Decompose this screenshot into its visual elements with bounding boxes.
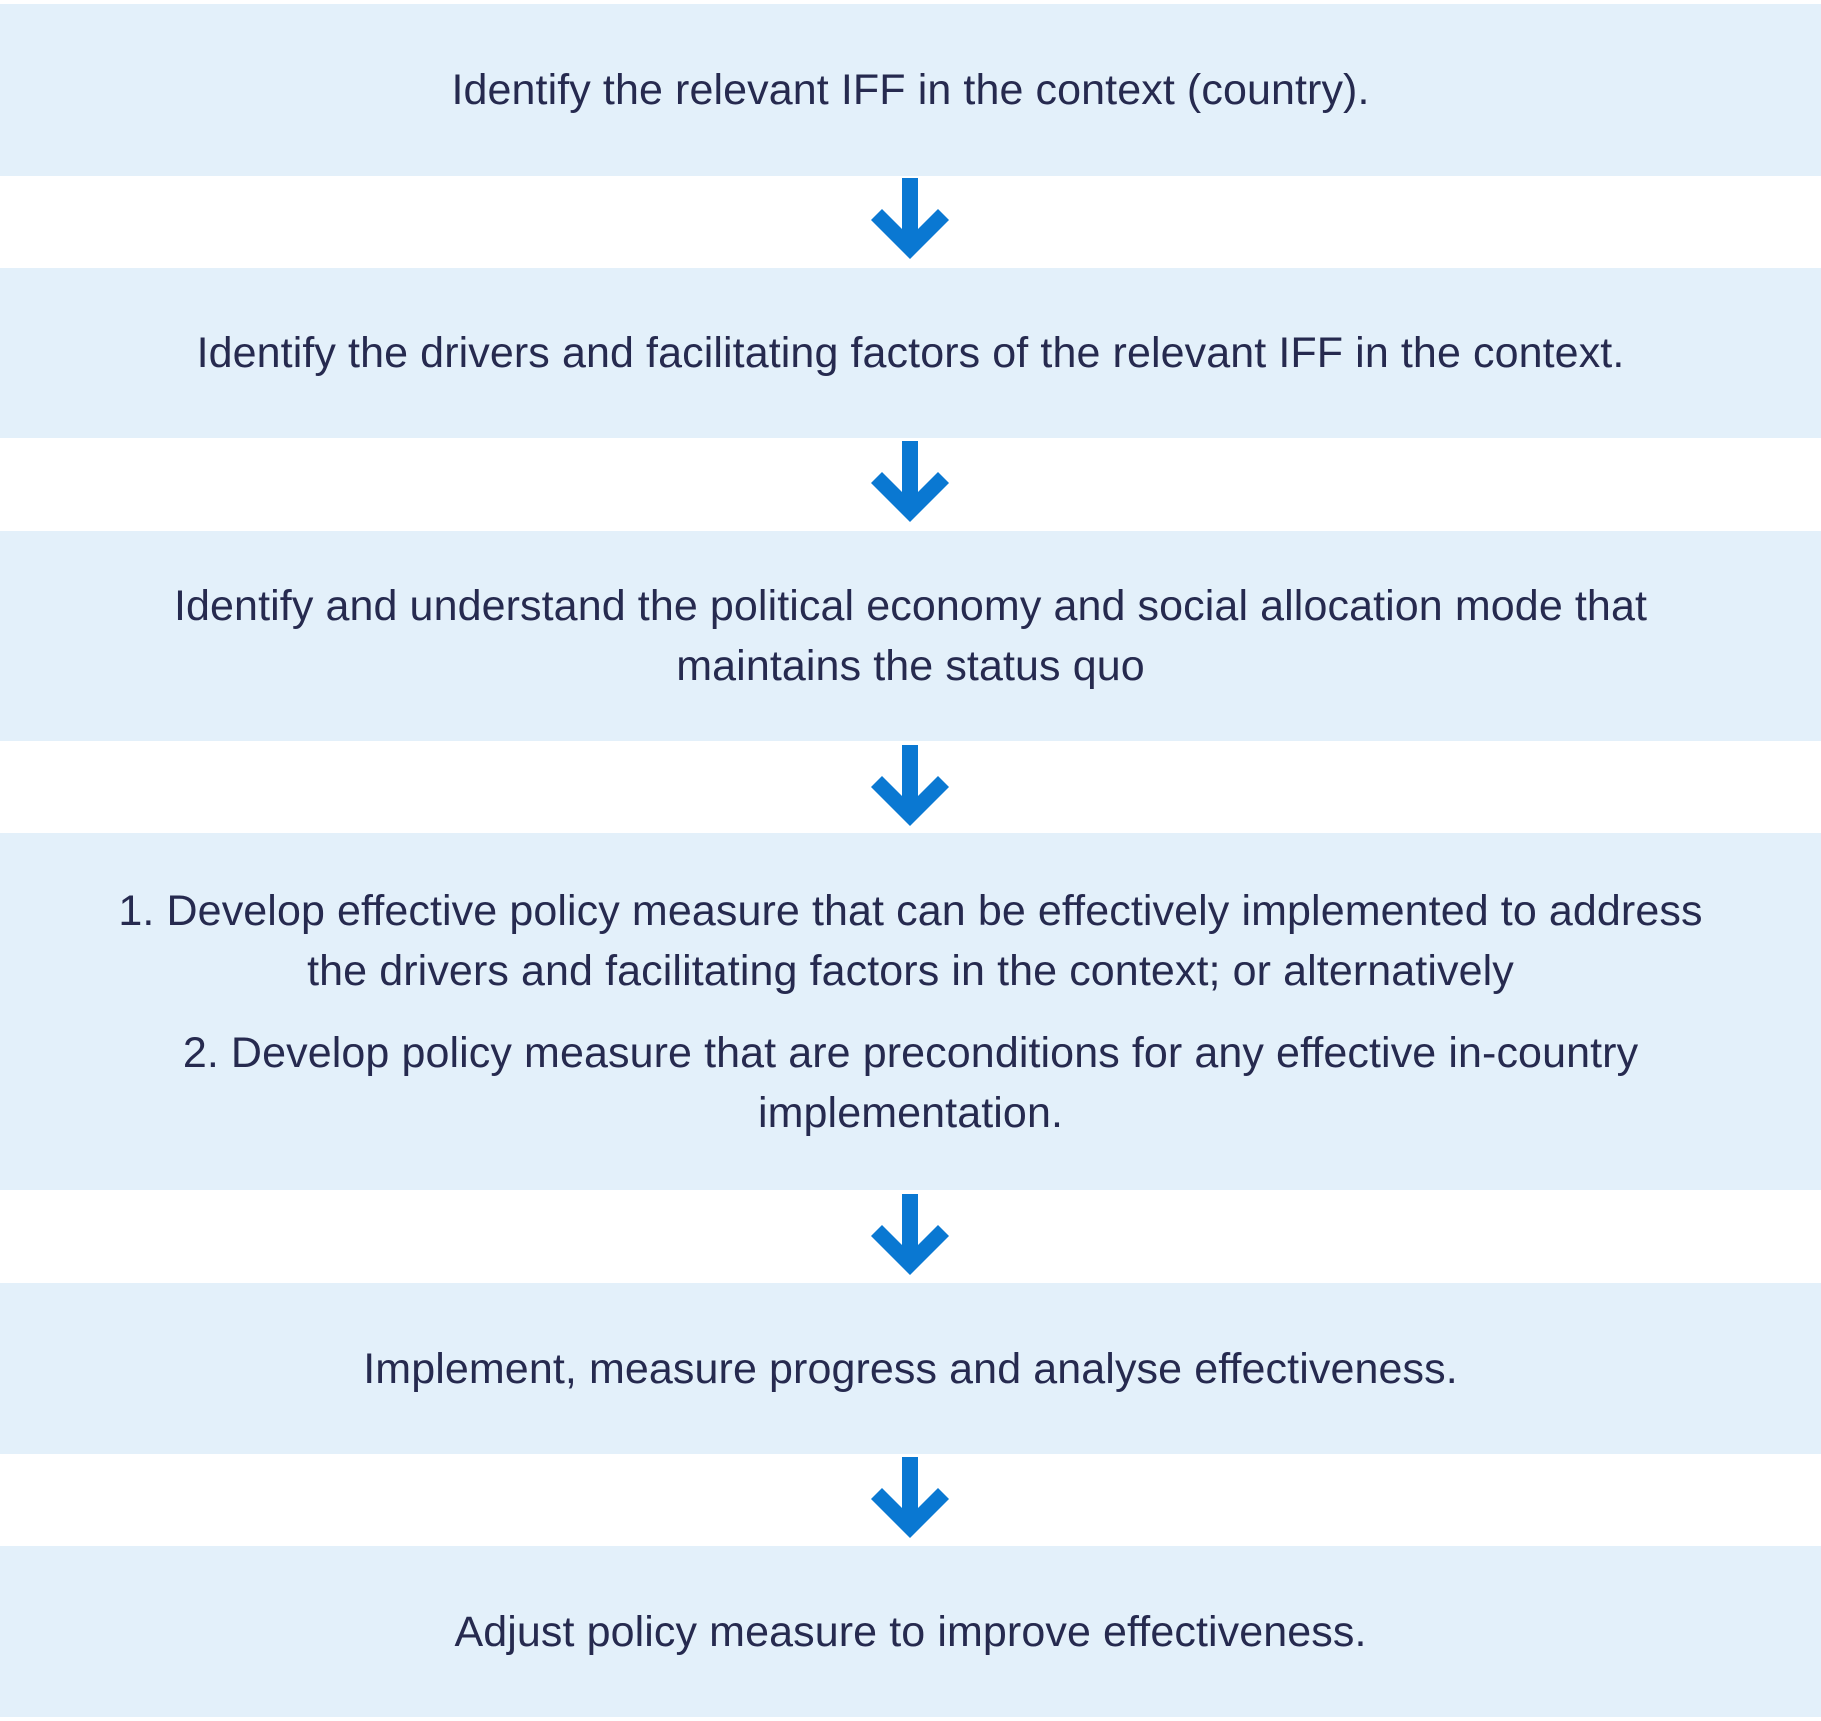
flow-step-3: Identify and understand the political ec…: [0, 531, 1821, 741]
flow-step-2: Identify the drivers and facilitating fa…: [0, 268, 1821, 438]
flow-step-1-text: Identify the relevant IFF in the context…: [451, 66, 1370, 114]
flow-step-2-text: Identify the drivers and facilitating fa…: [196, 329, 1625, 377]
flow-step-4: 1. Develop effective policy measure that…: [0, 833, 1821, 1190]
arrow-down-icon: [868, 178, 952, 264]
flow-step-1: Identify the relevant IFF in the context…: [0, 4, 1821, 176]
flow-step-5: Implement, measure progress and analyse …: [0, 1283, 1821, 1454]
flow-step-5-text: Implement, measure progress and analyse …: [363, 1344, 1458, 1393]
flow-step-4-option-1: 1. Develop effective policy measure that…: [118, 886, 1703, 995]
arrow-down-icon: [868, 441, 952, 527]
flow-step-3-text: Identify and understand the political ec…: [173, 582, 1648, 690]
flow-step-6-text: Adjust policy measure to improve effecti…: [454, 1607, 1367, 1656]
flow-step-6: Adjust policy measure to improve effecti…: [0, 1546, 1821, 1717]
arrow-down-icon: [868, 1194, 952, 1280]
arrow-down-icon: [868, 745, 952, 831]
flow-step-4-option-2: 2. Develop policy measure that are preco…: [182, 1028, 1639, 1137]
arrow-down-icon: [868, 1457, 952, 1543]
